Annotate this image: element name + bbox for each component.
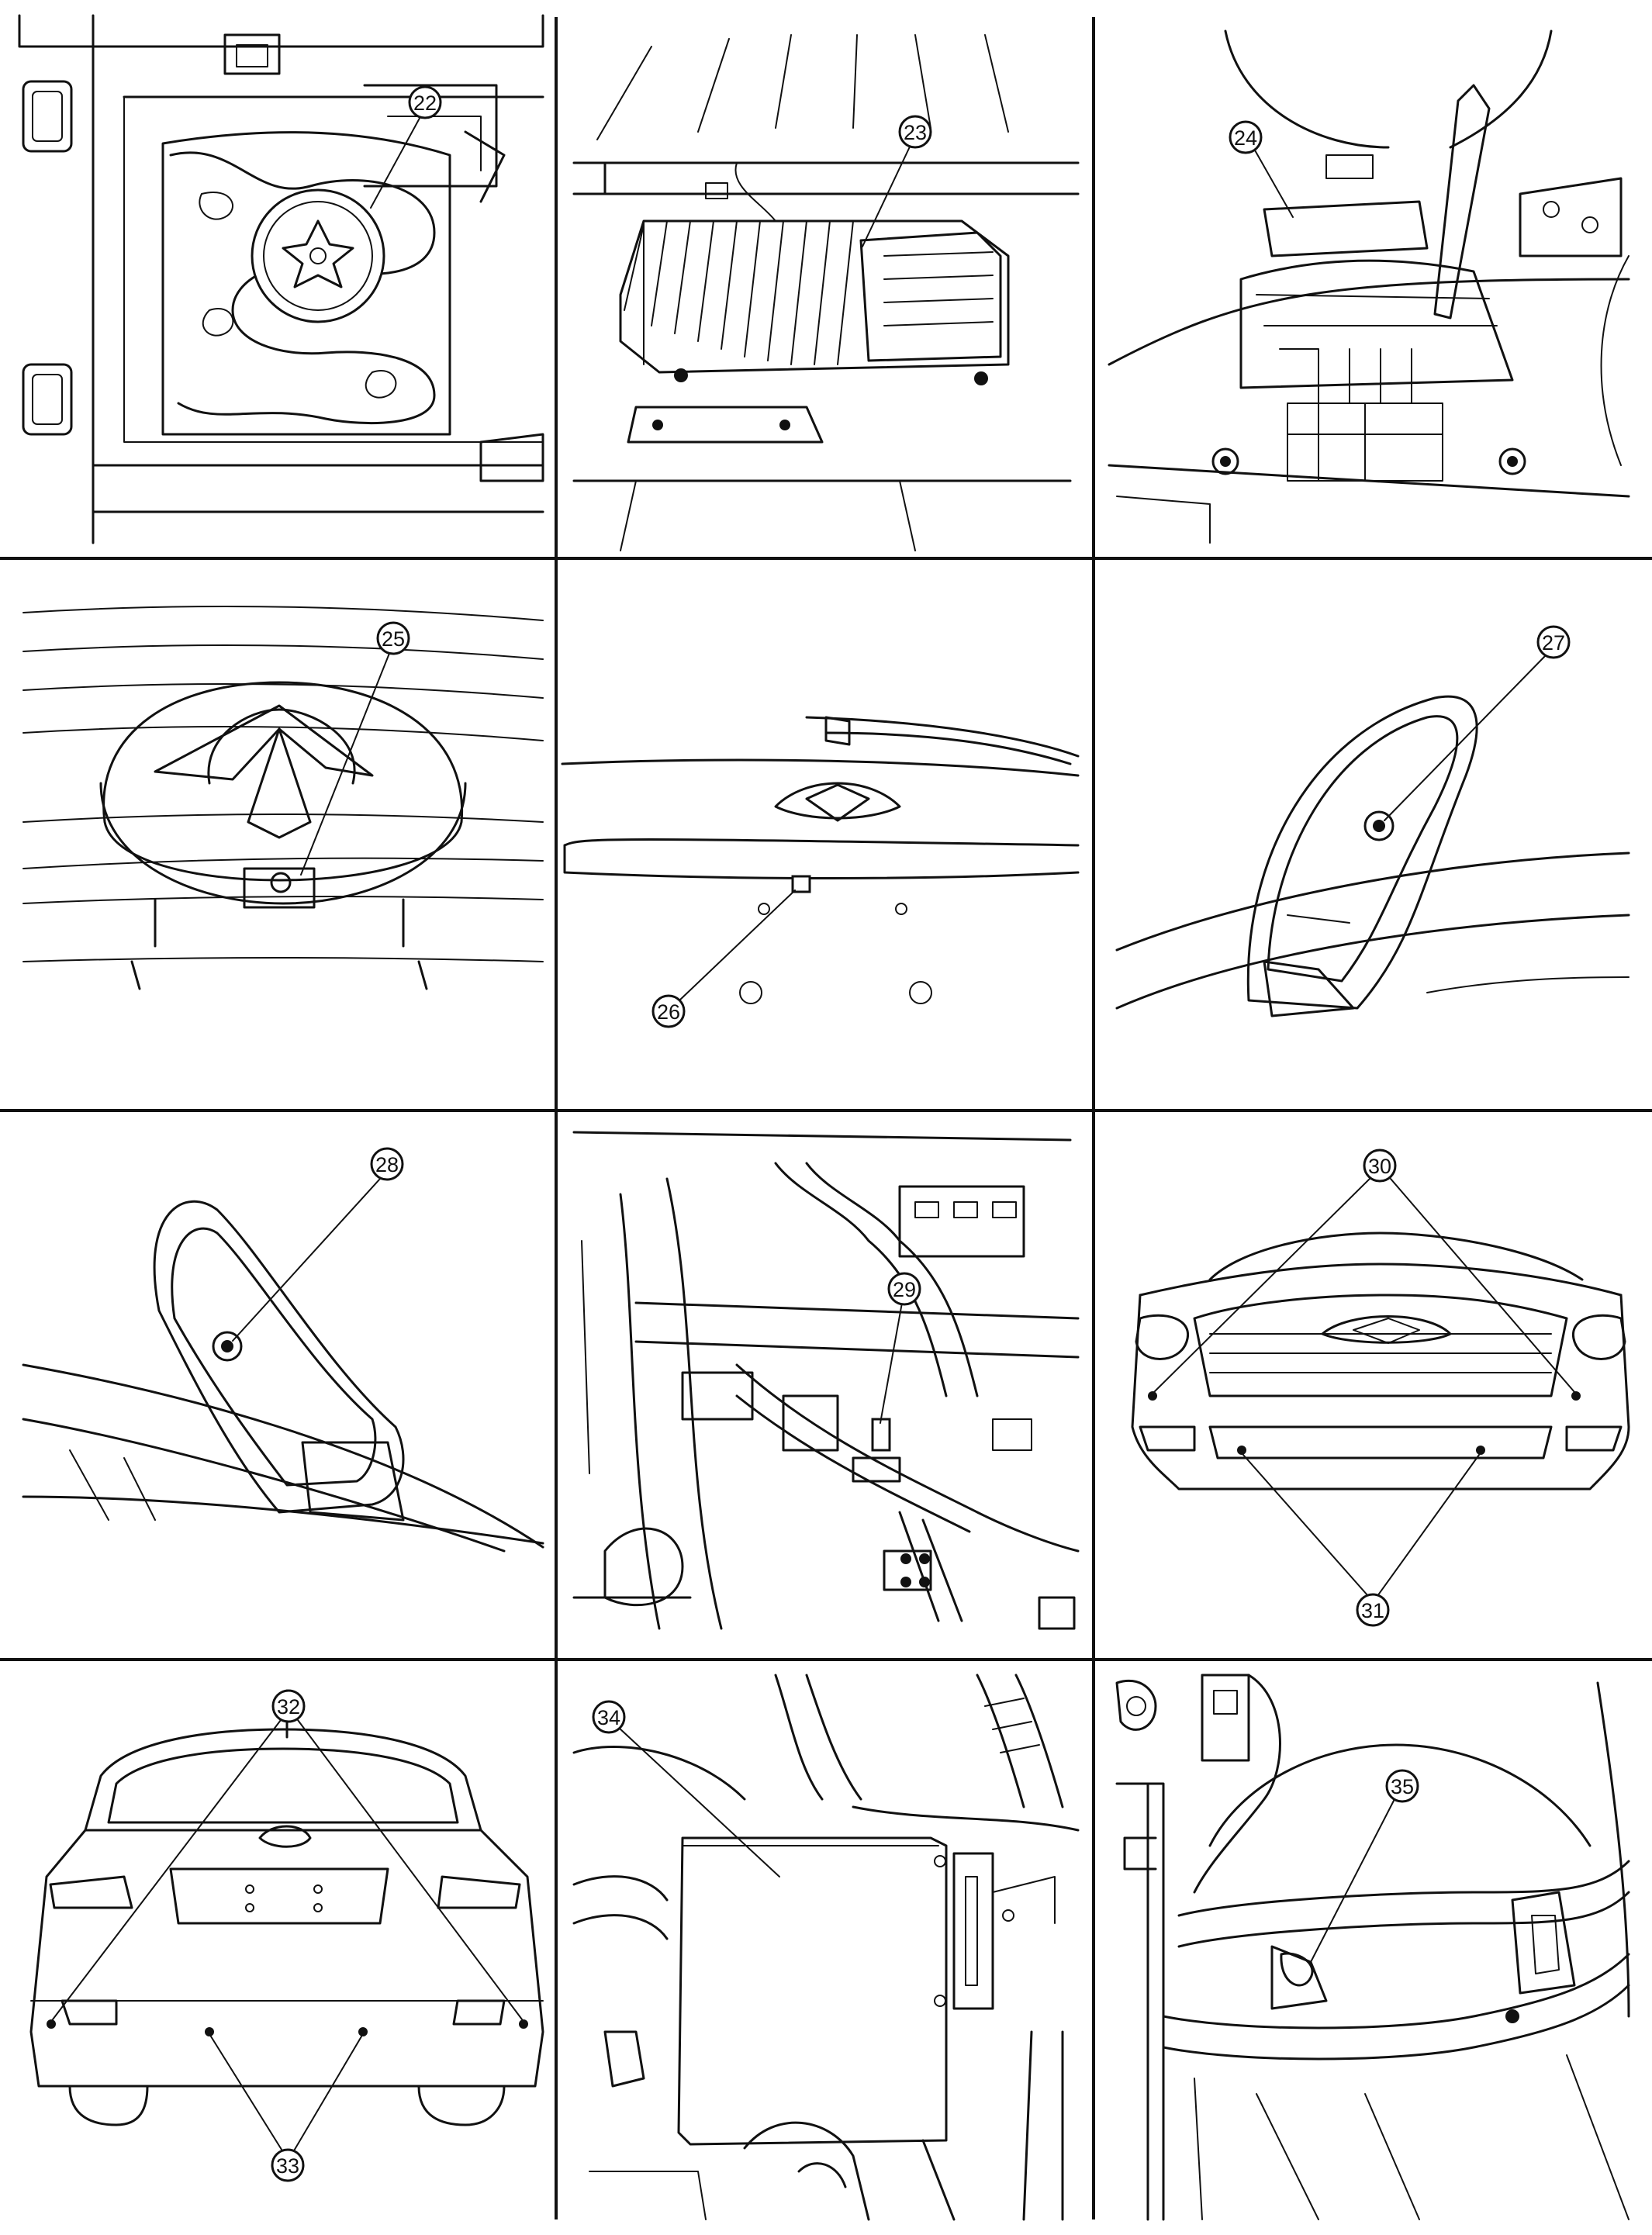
callout-23-leader xyxy=(862,143,912,247)
callout-29-label: 29 xyxy=(893,1278,916,1301)
panel-5-illustration xyxy=(561,716,1080,1004)
panel-2-illustration xyxy=(572,34,1080,551)
callout-22-circle xyxy=(408,85,442,119)
callout-30-circle xyxy=(1363,1149,1397,1183)
callout-35-label: 35 xyxy=(1391,1775,1414,1798)
callout-34-circle xyxy=(592,1700,626,1734)
callout-27-circle xyxy=(1536,625,1571,659)
panel-grid xyxy=(0,17,1652,2219)
callout-25-leader xyxy=(300,651,391,876)
callout-35-leader xyxy=(1310,1798,1395,1963)
callout-32-label: 32 xyxy=(277,1695,300,1719)
callout-26-leader xyxy=(679,890,796,1001)
callout-29-circle xyxy=(887,1272,921,1306)
panel-12-illustration xyxy=(1115,1674,1630,2221)
callout-33: 33 xyxy=(210,2036,362,2182)
callout-24: 24 xyxy=(1229,120,1294,218)
callout-35-circle xyxy=(1385,1769,1419,1803)
callout-24-leader xyxy=(1253,148,1294,218)
callout-34: 34 xyxy=(592,1700,780,1877)
callout-31-circle xyxy=(1356,1593,1390,1627)
callout-23: 23 xyxy=(862,115,932,247)
callout-32: 32 xyxy=(52,1689,523,2020)
callout-34-label: 34 xyxy=(597,1706,620,1729)
callout-33-label: 33 xyxy=(276,2154,299,2178)
callout-32-leader-right xyxy=(297,1719,523,2020)
panel-7-illustration xyxy=(22,1200,544,1553)
callout-27: 27 xyxy=(1384,625,1571,821)
callout-22: 22 xyxy=(370,85,442,209)
callout-30-leader-left xyxy=(1153,1178,1370,1393)
panel-10-illustration xyxy=(29,1689,544,2126)
callout-30-label: 30 xyxy=(1368,1155,1391,1178)
panel-3-illustration xyxy=(1108,29,1630,544)
callout-23-circle xyxy=(898,115,932,149)
panel-11-illustration xyxy=(572,1674,1080,2221)
callout-28-circle xyxy=(370,1147,404,1181)
panel-8-illustration xyxy=(572,1131,1080,1630)
callout-32-leader-left xyxy=(52,1719,282,2020)
callout-27-label: 27 xyxy=(1542,631,1565,655)
callout-25-label: 25 xyxy=(382,627,405,651)
callout-26-label: 26 xyxy=(657,1000,680,1024)
callout-35: 35 xyxy=(1310,1769,1419,1963)
callout-22-label: 22 xyxy=(413,92,437,115)
callout-34-leader xyxy=(618,1727,780,1877)
callout-30-leader-right xyxy=(1390,1178,1575,1393)
callout-33-circle xyxy=(271,2148,305,2182)
callout-31: 31 xyxy=(1242,1454,1480,1627)
callout-33-leader-right xyxy=(292,2036,362,2153)
callout-29-leader xyxy=(880,1302,903,1424)
callout-24-label: 24 xyxy=(1234,126,1257,150)
panel-9-illustration xyxy=(1131,1231,1630,1491)
callout-30: 30 xyxy=(1153,1149,1575,1393)
callout-25: 25 xyxy=(300,621,410,876)
callout-31-leader-right xyxy=(1377,1454,1480,1597)
panel-6-illustration xyxy=(1115,695,1630,1017)
callout-28: 28 xyxy=(232,1147,404,1342)
panel-4-illustration xyxy=(22,606,544,990)
callout-26: 26 xyxy=(651,890,796,1028)
callout-24-circle xyxy=(1229,120,1263,154)
callout-27-leader xyxy=(1384,655,1547,821)
panel-1-illustration xyxy=(18,14,544,544)
callout-28-label: 28 xyxy=(375,1153,399,1176)
callout-29: 29 xyxy=(880,1272,921,1424)
callout-23-label: 23 xyxy=(904,121,927,144)
callout-32-circle xyxy=(271,1689,306,1723)
callout-28-leader xyxy=(232,1178,381,1342)
callout-26-circle xyxy=(651,994,686,1028)
callout-31-label: 31 xyxy=(1361,1599,1384,1622)
callout-25-circle xyxy=(376,621,410,655)
callout-31-leader-left xyxy=(1242,1454,1369,1597)
callout-33-leader-left xyxy=(210,2036,284,2153)
callout-22-leader xyxy=(370,112,423,209)
